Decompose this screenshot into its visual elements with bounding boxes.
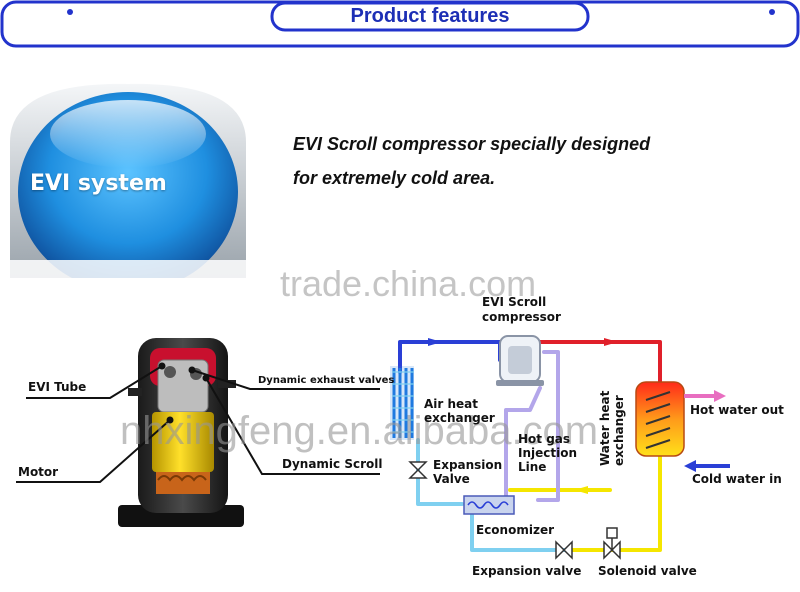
- header-band: [0, 0, 800, 48]
- pipe-discharge: [520, 340, 662, 386]
- pipe-expansion: [470, 512, 572, 552]
- label-gas-injection-2: Injection: [518, 446, 578, 460]
- pipe-injection: [504, 386, 542, 498]
- callout-dot-exhaust: [188, 366, 196, 374]
- evi-badge: [8, 83, 248, 278]
- label-cold-water-in: Cold water in: [692, 472, 782, 486]
- label-water-exchanger: exchanger: [612, 395, 626, 466]
- label-air-exchanger: exchanger: [424, 411, 495, 425]
- label-expansion-valve: Expansion valve: [472, 564, 582, 578]
- flow-arrow-discharge: [604, 338, 618, 346]
- label-gas-injection-3: Line: [518, 460, 547, 474]
- label-gas-injection-1: Hot gas: [518, 432, 571, 446]
- hot-water-out-arrow: [684, 390, 726, 402]
- callout-dot-evi-tube: [158, 362, 166, 370]
- label-water-heat: Water heat: [598, 390, 612, 466]
- label-evi-scroll: EVI Scroll: [482, 295, 547, 309]
- label-air-heat: Air heat: [424, 397, 479, 411]
- label-dynamic-exhaust-valves: Dynamic exhaust valves: [258, 375, 395, 386]
- callout-evi-tube: [26, 365, 163, 399]
- label-expansion-upper-2: Valve: [433, 472, 470, 486]
- expansion-valve-upper-icon: [408, 461, 428, 479]
- air-heat-exchanger: [390, 366, 414, 440]
- callout-dot-scroll: [202, 374, 210, 382]
- flow-arrow-suction: [428, 338, 442, 346]
- callout-dynamic-scroll: [205, 377, 380, 475]
- label-solenoid-valve: Solenoid valve: [598, 564, 697, 578]
- watermark-alibaba: nhxingfeng.en.alibaba.com: [120, 409, 599, 453]
- evi-compressor-icon: [496, 335, 544, 386]
- header-dot-left: [67, 9, 73, 15]
- cold-water-in-arrow: [684, 460, 730, 472]
- callout-motor: [16, 419, 171, 483]
- compressor-callouts: [16, 365, 380, 483]
- label-compressor: compressor: [482, 310, 561, 324]
- pipe-injection-lower: [536, 350, 560, 502]
- economizer-icon: [463, 495, 515, 515]
- watermark-trade: trade.china.com: [280, 263, 537, 304]
- label-hot-water-out: Hot water out: [690, 403, 784, 417]
- tagline-line-2: for extremely cold area.: [293, 168, 496, 188]
- label-evi-tube: EVI Tube: [28, 380, 87, 394]
- callout-dot-motor: [166, 416, 174, 424]
- water-heat-exchanger: [635, 381, 685, 457]
- page-title: Product features: [350, 5, 510, 27]
- label-motor: Motor: [18, 465, 59, 479]
- pipe-liquid: [618, 450, 662, 552]
- expansion-valve-icon: [555, 540, 573, 560]
- callout-exhaust-valves: [191, 369, 380, 390]
- label-expansion-upper-1: Expansion: [433, 458, 503, 472]
- tagline-line-1: EVI Scroll compressor specially designed: [293, 134, 651, 154]
- badge-label: EVI system: [30, 171, 167, 196]
- pipe-suction: [398, 340, 502, 374]
- label-economizer: Economizer: [476, 523, 554, 537]
- flow-arrow-liquid: [574, 486, 588, 494]
- label-dynamic-scroll: Dynamic Scroll: [282, 457, 383, 471]
- compressor-cutaway: [118, 338, 244, 527]
- header-dot-right: [769, 9, 775, 15]
- solenoid-valve-icon: [603, 527, 621, 560]
